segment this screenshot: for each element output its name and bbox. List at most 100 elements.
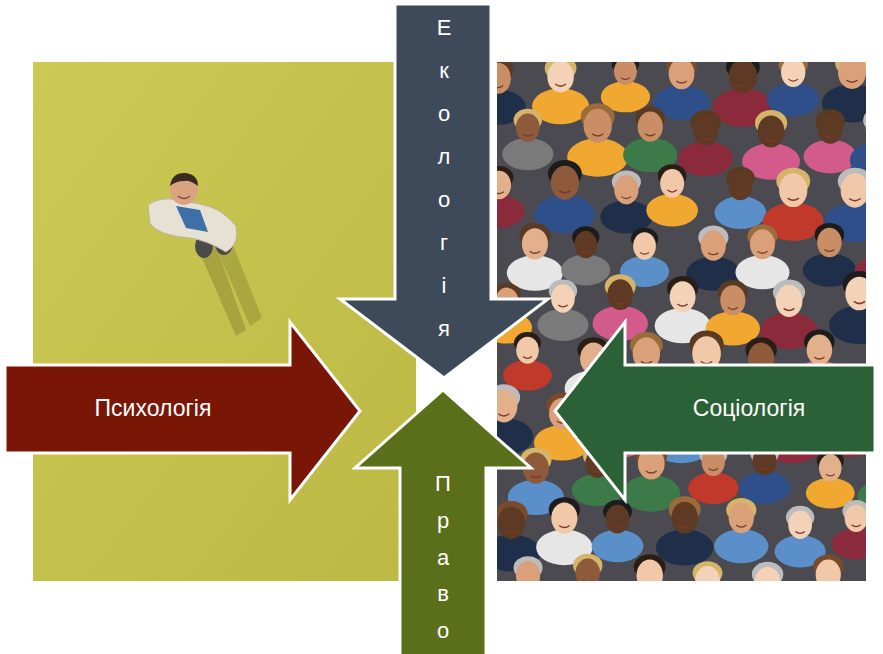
person-smile (498, 414, 509, 416)
person-clothes (803, 140, 856, 174)
crowd-person (767, 62, 820, 116)
person-face (779, 173, 807, 207)
crowd-person (503, 332, 552, 391)
person-face (841, 173, 866, 207)
person-clothes (537, 309, 588, 341)
person-smile (497, 192, 504, 194)
person-smile (760, 468, 770, 470)
person-smile (849, 199, 860, 201)
person-smile (531, 475, 541, 477)
person-smile (788, 79, 798, 81)
person-face (614, 175, 638, 204)
person-smile (592, 134, 603, 136)
person-face (670, 281, 696, 312)
arrow-node: Соціологія (555, 322, 875, 500)
crowd-person (502, 556, 554, 581)
person-face (576, 559, 601, 581)
person-face (776, 285, 803, 317)
crowd-person (561, 554, 614, 581)
person-face (866, 113, 867, 146)
person-face (547, 62, 573, 93)
person-shirt (176, 206, 208, 232)
person-face (638, 112, 663, 142)
person-smile (826, 474, 835, 476)
person-face (607, 279, 633, 310)
arrow-label: Психологія (95, 395, 212, 423)
person-smile (788, 198, 799, 200)
person-smile (854, 301, 865, 303)
person-face (838, 62, 866, 89)
person-face (551, 502, 577, 533)
person-face (807, 335, 833, 366)
person-face (817, 228, 842, 258)
person-smile (178, 196, 190, 199)
crowd-person (561, 226, 610, 285)
crowd-person (831, 500, 866, 559)
crowd-person (714, 498, 768, 563)
crowd-person (829, 271, 866, 344)
crowd-person (646, 164, 698, 226)
person-smile (824, 249, 834, 251)
crowd-person (656, 496, 714, 565)
person-face (516, 561, 540, 581)
person-face (819, 454, 842, 481)
person-smile (621, 78, 630, 80)
person-smile (757, 251, 767, 253)
person-smile (530, 251, 540, 253)
crowd-person (601, 62, 650, 112)
person-face (606, 505, 630, 534)
arrow-shape (355, 390, 531, 654)
crowd-person (735, 224, 789, 289)
crowd-person (801, 555, 855, 581)
person-face (614, 62, 637, 85)
crowd-person (534, 160, 595, 233)
person-clothes (497, 195, 525, 227)
crowd-person (537, 280, 588, 342)
person-clothes (656, 529, 714, 565)
person-smile (728, 307, 738, 309)
crowd-person (806, 450, 855, 509)
person-smile (709, 469, 718, 471)
person-smile (701, 361, 712, 363)
person-smile (497, 86, 503, 88)
person-face (729, 503, 754, 533)
crowd-person (803, 109, 856, 173)
person-face (816, 560, 841, 581)
person-face (551, 284, 575, 312)
person-clothes (714, 529, 768, 563)
person-face (845, 505, 866, 532)
crowd-person (739, 562, 796, 581)
person-face (633, 232, 656, 259)
crowd-person (621, 554, 678, 581)
crowd-photo (497, 62, 866, 581)
person-smile (677, 304, 687, 306)
crowd-person (678, 110, 733, 176)
person-face (584, 109, 612, 143)
person-smile (825, 136, 835, 138)
person-smile (784, 308, 795, 310)
person-smile (645, 134, 655, 136)
person-smile (640, 252, 649, 254)
person-clothes (592, 530, 644, 563)
person-smile (558, 305, 567, 307)
person-smile (615, 302, 625, 304)
person-face (728, 171, 752, 200)
crowd-person (502, 109, 553, 171)
person-face (497, 63, 511, 94)
person-face (497, 390, 517, 423)
person-face (516, 113, 540, 141)
person-hair (170, 173, 198, 186)
person-face (695, 566, 720, 581)
person-clothes (646, 194, 698, 227)
person-clothes (831, 528, 866, 559)
person-face (497, 171, 511, 200)
person-face (750, 229, 775, 259)
person-face (671, 502, 698, 534)
arrow-label: Соціологія (693, 395, 805, 423)
person-face (818, 114, 843, 144)
crowd-person (507, 223, 563, 291)
crowd-person (623, 107, 677, 172)
person-hair (863, 107, 866, 134)
person-clothes (678, 142, 733, 176)
